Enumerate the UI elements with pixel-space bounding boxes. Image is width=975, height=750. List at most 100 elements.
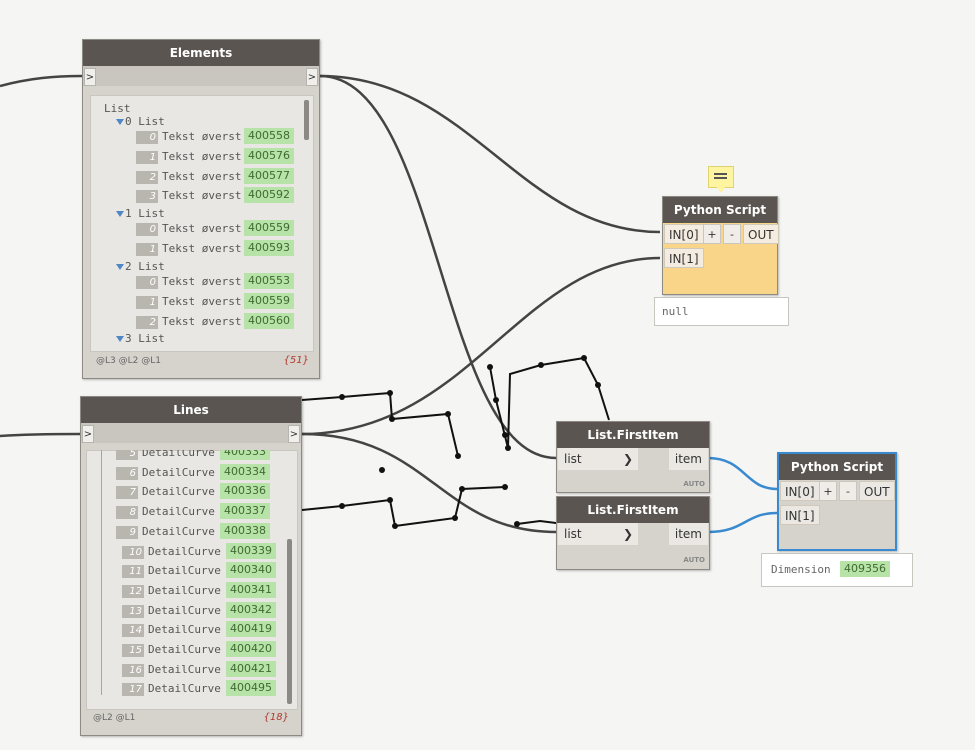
list-firstitem-node[interactable]: List.FirstItem list❯ item AUTO	[556, 421, 710, 493]
output-port[interactable]: OUT	[743, 224, 779, 244]
value-badge: 400336	[220, 483, 270, 500]
item-count: {51}	[283, 355, 309, 366]
scrollbar-thumb[interactable]	[287, 539, 292, 704]
node-title: List.FirstItem	[557, 422, 709, 448]
value-badge: 400419	[226, 621, 276, 638]
chevron-right-icon: ❯	[622, 527, 633, 541]
value-badge: 400340	[226, 562, 276, 579]
wire-firstitem2-python2-in1	[707, 511, 778, 534]
value-badge: 400560	[244, 313, 294, 329]
output-port[interactable]: >	[288, 425, 300, 443]
node-title: Python Script	[663, 197, 777, 223]
value-badge: 400337	[220, 503, 270, 520]
tree-group-label[interactable]: 3 List	[116, 332, 165, 345]
remove-input-button[interactable]: -	[839, 481, 857, 501]
tree-group-label[interactable]: 0 List	[116, 115, 165, 128]
node-title: Elements	[83, 40, 319, 66]
preview-bubble: null	[654, 297, 789, 326]
value-badge: 400592	[244, 187, 294, 203]
wire-elements-python-in0	[319, 74, 661, 234]
item-count: {18}	[263, 712, 289, 723]
tree-group-label[interactable]: 1 List	[116, 207, 165, 220]
node-title: List.FirstItem	[557, 497, 709, 523]
input-port-in0[interactable]: IN[0]	[664, 224, 704, 244]
node-title: Lines	[81, 397, 301, 423]
value-badge: 400577	[244, 168, 294, 184]
wire-elements-firstitem1	[319, 74, 557, 460]
wire-lines-python-in1	[301, 256, 661, 436]
input-port-list[interactable]: list❯	[558, 448, 638, 470]
input-port[interactable]: >	[84, 68, 96, 86]
add-input-button[interactable]: +	[819, 481, 837, 501]
remove-input-button[interactable]: -	[723, 224, 741, 244]
expand-triangle-icon[interactable]	[116, 119, 124, 125]
preview-bubble: Dimension 409356	[761, 553, 913, 587]
expand-triangle-icon[interactable]	[116, 336, 124, 342]
python-script-node-selected[interactable]: Python Script IN[0] + - OUT IN[1]	[777, 452, 897, 551]
wire-input-elements	[0, 74, 83, 88]
value-badge: 400593	[244, 240, 294, 256]
tree-root: List	[104, 102, 131, 115]
output-port[interactable]: >	[306, 68, 318, 86]
list-levels: @L2 @L1	[93, 713, 136, 723]
output-port-item[interactable]: item	[668, 448, 708, 470]
scrollbar-thumb[interactable]	[304, 100, 309, 140]
expand-triangle-icon[interactable]	[116, 211, 124, 217]
chevron-right-icon: ❯	[622, 452, 633, 466]
python-script-node[interactable]: Python Script IN[0] + - OUT IN[1]	[662, 196, 779, 295]
value-badge: 400342	[226, 601, 276, 618]
value-badge: 400559	[244, 220, 294, 236]
input-port-in1[interactable]: IN[1]	[780, 505, 820, 525]
input-port-list[interactable]: list❯	[558, 523, 638, 545]
list-firstitem-node[interactable]: List.FirstItem list❯ item AUTO	[556, 496, 710, 570]
value-badge: 400553	[244, 273, 294, 289]
preview-label: Dimension	[771, 563, 831, 576]
node-title: Python Script	[779, 454, 895, 480]
output-port[interactable]: OUT	[859, 481, 895, 501]
expand-triangle-icon[interactable]	[116, 264, 124, 270]
tree-group-label[interactable]: 2 List	[116, 260, 165, 273]
python-tooltip-icon[interactable]	[708, 166, 734, 193]
value-badge: 400339	[226, 542, 276, 559]
value-badge: 400333	[220, 450, 270, 460]
value-badge: 400559	[244, 293, 294, 309]
wire-input-lines	[0, 432, 81, 438]
tree-stem	[101, 450, 102, 695]
value-badge: 400338	[220, 522, 270, 539]
wire-firstitem1-python2-in0	[707, 456, 778, 491]
preview-value: null	[662, 305, 689, 318]
input-port[interactable]: >	[82, 425, 94, 443]
value-badge: 400558	[244, 128, 294, 144]
output-port-item[interactable]: item	[668, 523, 708, 545]
lacing-label: AUTO	[683, 480, 705, 488]
value-badge: 400420	[226, 641, 276, 657]
input-port-in0[interactable]: IN[0]	[780, 481, 820, 501]
value-badge: 400495	[226, 680, 276, 697]
value-badge: 400334	[220, 463, 270, 480]
add-input-button[interactable]: +	[703, 224, 721, 244]
value-badge: 409356	[840, 561, 890, 577]
list-levels: @L3 @L2 @L1	[96, 356, 161, 366]
input-port-in1[interactable]: IN[1]	[664, 248, 704, 268]
